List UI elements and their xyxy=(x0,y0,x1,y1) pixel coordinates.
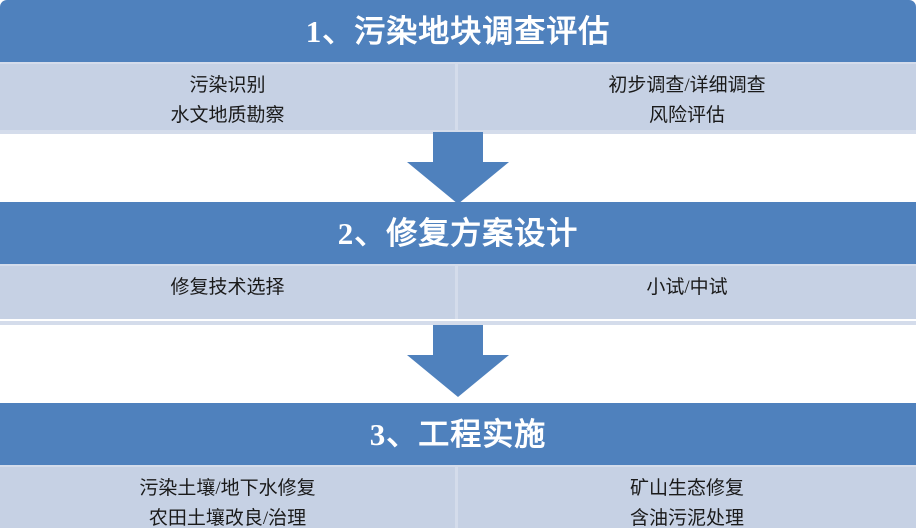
down-arrow-icon xyxy=(407,132,509,204)
stage-3-header: 3、工程实施 xyxy=(0,403,916,465)
stage-2-body-footer-rule xyxy=(0,321,916,325)
down-arrow-icon xyxy=(407,325,509,397)
stage-1-right-item-2: 风险评估 xyxy=(648,105,725,126)
stage-2-header: 2、修复方案设计 xyxy=(0,202,916,264)
arrow-1-to-2 xyxy=(407,132,509,204)
stage-3-right-column: 矿山生态修复 含油污泥处理 xyxy=(458,467,916,528)
stage-1-right-column: 初步调查/详细调查 风险评估 xyxy=(458,64,916,132)
stage-1-body: 污染识别 水文地质勘察 初步调查/详细调查 风险评估 xyxy=(0,62,916,132)
stage-3-left-item-1: 污染土壤/地下水修复 xyxy=(139,478,316,499)
stage-2-left-column: 修复技术选择 xyxy=(0,266,458,319)
stage-2-right-column: 小试/中试 xyxy=(458,266,916,319)
stage-1-left-item-2: 水文地质勘察 xyxy=(170,105,285,126)
stage-3-left-item-2: 农田土壤改良/治理 xyxy=(148,508,307,528)
stage-1-left-item-1: 污染识别 xyxy=(189,75,266,96)
stage-1: 1、污染地块调查评估 污染识别 水文地质勘察 初步调查/详细调查 风险评估 xyxy=(0,0,916,132)
stage-3-body: 污染土壤/地下水修复 农田土壤改良/治理 矿山生态修复 含油污泥处理 xyxy=(0,465,916,528)
stage-2-body: 修复技术选择 小试/中试 xyxy=(0,264,916,319)
stage-3: 3、工程实施 污染土壤/地下水修复 农田土壤改良/治理 矿山生态修复 含油污泥处… xyxy=(0,403,916,528)
stage-1-header: 1、污染地块调查评估 xyxy=(0,0,916,62)
stage-2: 2、修复方案设计 修复技术选择 小试/中试 xyxy=(0,202,916,319)
stage-3-left-column: 污染土壤/地下水修复 农田土壤改良/治理 xyxy=(0,467,458,528)
stage-1-left-column: 污染识别 水文地质勘察 xyxy=(0,64,458,132)
stage-3-title: 3、工程实施 xyxy=(369,416,547,452)
stage-1-title: 1、污染地块调查评估 xyxy=(305,13,611,49)
arrow-2-to-3 xyxy=(407,325,509,397)
stage-1-right-item-1: 初步调查/详细调查 xyxy=(608,75,766,96)
stage-3-right-item-2: 含油污泥处理 xyxy=(629,508,744,528)
stage-2-right-item-1: 小试/中试 xyxy=(646,277,728,298)
stage-2-title: 2、修复方案设计 xyxy=(337,215,579,251)
stage-3-right-item-1: 矿山生态修复 xyxy=(629,478,744,499)
stage-2-left-item-1: 修复技术选择 xyxy=(170,277,285,298)
